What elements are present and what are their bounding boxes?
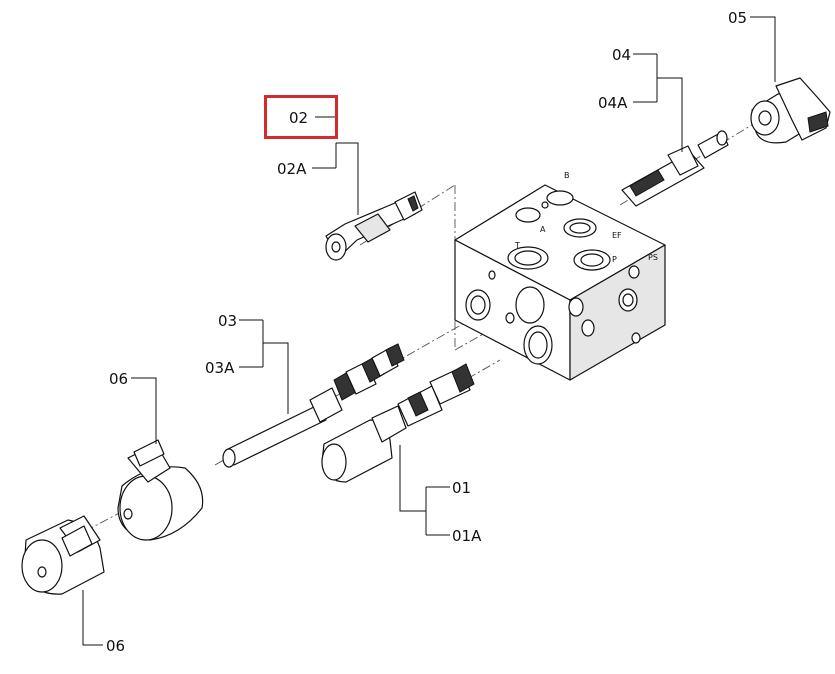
selected-part-highlight <box>264 95 338 139</box>
callout-03[interactable]: 03 <box>218 312 237 330</box>
callout-02[interactable]: 02 <box>289 109 308 127</box>
port-mark-b: B <box>564 171 570 180</box>
port-mark-p: P <box>612 255 617 264</box>
callout-06-lower[interactable]: 06 <box>106 637 125 655</box>
port-mark-a: A <box>540 225 546 234</box>
callout-04a[interactable]: 04A <box>598 94 628 112</box>
part-02-cartridge[interactable] <box>325 191 423 261</box>
part-06-coil-lower[interactable] <box>21 515 105 595</box>
callout-01[interactable]: 01 <box>452 479 471 497</box>
port-mark-ef: EF <box>612 231 622 240</box>
callout-labels: 02 02A 04 04A 05 03 03A 06 06 01 01A <box>106 9 747 655</box>
part-01-cartridge[interactable] <box>321 363 475 483</box>
manifold-block[interactable]: B A T EF P PS <box>454 171 666 381</box>
port-mark-t: T <box>514 241 520 250</box>
callout-03a[interactable]: 03A <box>205 359 235 377</box>
callout-04[interactable]: 04 <box>612 46 631 64</box>
callout-01a[interactable]: 01A <box>452 527 482 545</box>
callout-lines <box>82 16 776 646</box>
port-mark-ps: PS <box>648 253 658 262</box>
callout-06-upper[interactable]: 06 <box>109 370 128 388</box>
part-06-coil-upper[interactable] <box>117 439 204 541</box>
callout-05[interactable]: 05 <box>728 9 747 27</box>
callout-02a[interactable]: 02A <box>277 160 307 178</box>
part-05-coil[interactable] <box>750 77 831 144</box>
part-04-cartridge[interactable] <box>621 130 729 207</box>
part-03-spool[interactable] <box>222 343 405 468</box>
